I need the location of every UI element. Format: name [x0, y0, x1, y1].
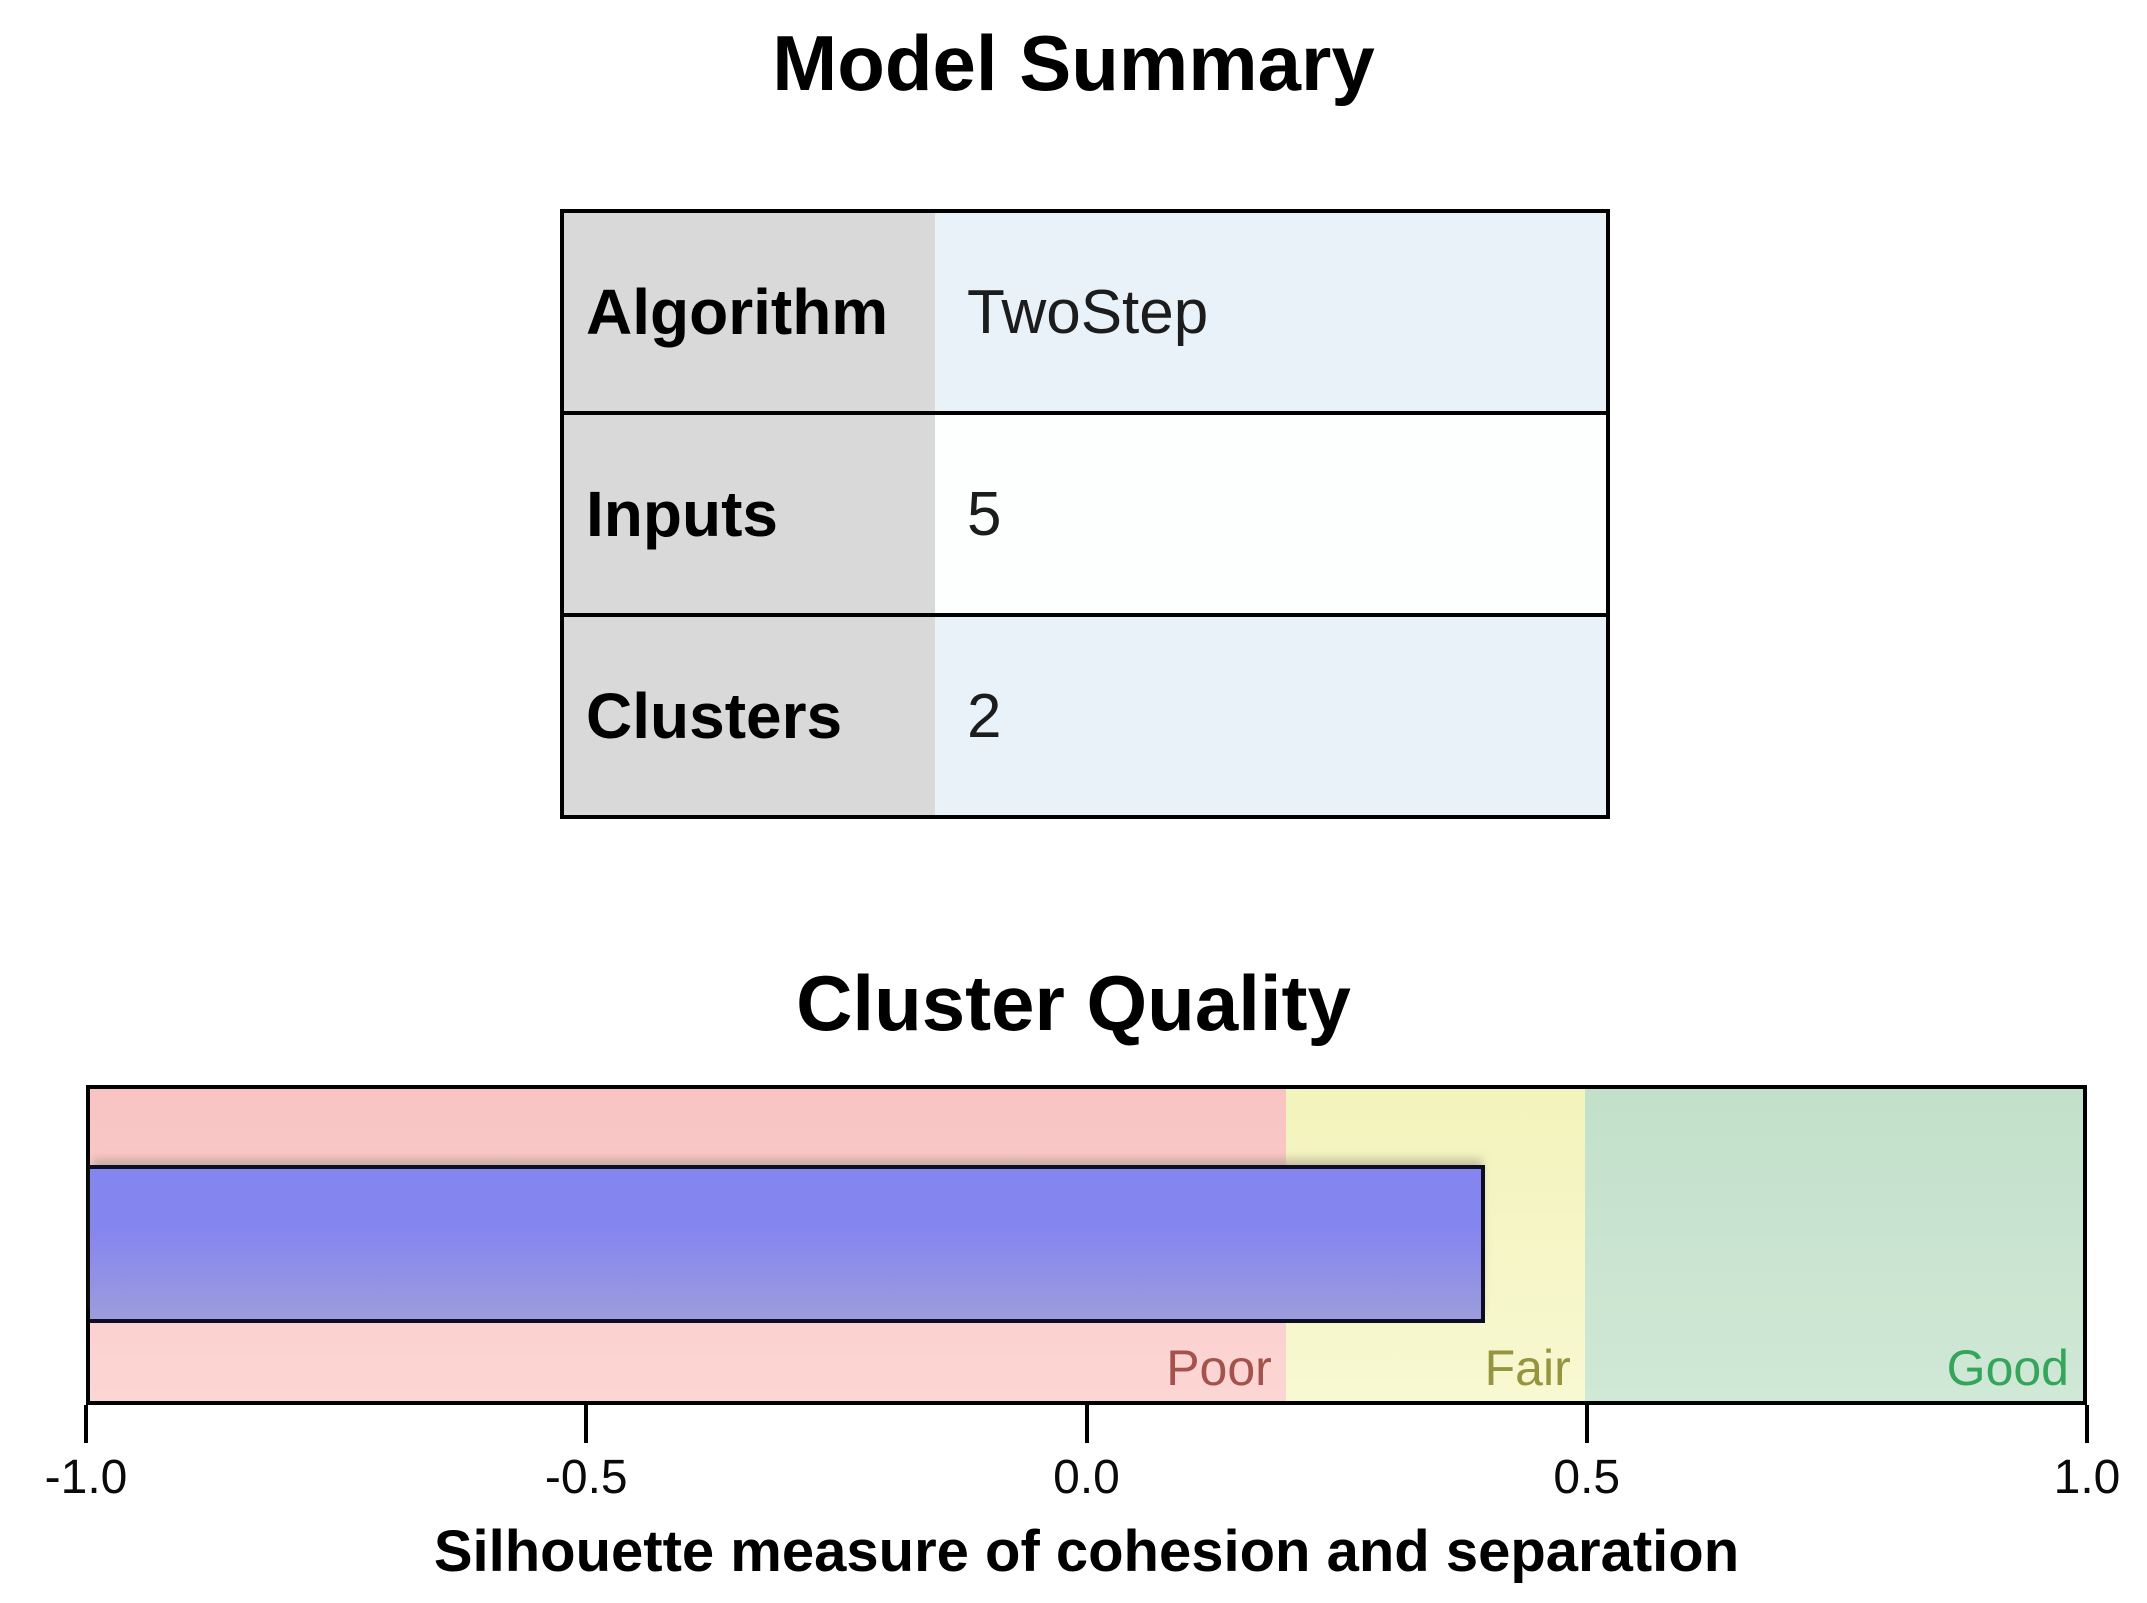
x-axis-title: Silhouette measure of cohesion and separ… — [433, 1519, 1740, 1584]
cluster-quality-title: Cluster Quality — [796, 959, 1351, 1047]
tick-label: -0.5 — [544, 1451, 628, 1504]
row-value-clusters: 2 — [935, 613, 1610, 819]
table-row: Algorithm TwoStep — [560, 209, 1610, 415]
tick-mark — [1584, 1405, 1589, 1443]
tick-label: 1.0 — [2053, 1451, 2121, 1504]
table-row: Inputs 5 — [560, 411, 1610, 617]
cluster-quality-chart: Poor Fair Good — [86, 1085, 2087, 1405]
model-summary-title: Model Summary — [772, 19, 1375, 107]
tick-mark — [1084, 1405, 1089, 1443]
zone-label-poor: Poor — [1166, 1340, 1272, 1396]
silhouette-bar — [90, 1165, 1486, 1323]
table-row: Clusters 2 — [560, 613, 1610, 819]
zone-good — [1584, 1089, 2083, 1401]
zone-label-fair: Fair — [1484, 1340, 1571, 1396]
tick-mark — [584, 1405, 589, 1443]
row-label-algorithm: Algorithm — [560, 209, 935, 415]
tick-mark — [2085, 1405, 2089, 1443]
row-label-inputs: Inputs — [560, 411, 935, 617]
model-summary-table: Algorithm TwoStep Inputs 5 Clusters 2 — [560, 209, 1610, 819]
x-axis: -1.0 -0.5 0.0 0.5 1.0 — [45, 1405, 2120, 1603]
tick-label: -1.0 — [44, 1451, 128, 1504]
zone-label-good: Good — [1946, 1340, 2069, 1396]
row-value-inputs: 5 — [935, 411, 1610, 617]
tick-label: 0.0 — [1053, 1451, 1120, 1504]
tick-mark — [84, 1405, 88, 1443]
row-label-clusters: Clusters — [560, 613, 935, 819]
tick-label: 0.5 — [1553, 1451, 1621, 1504]
row-value-algorithm: TwoStep — [935, 209, 1610, 415]
